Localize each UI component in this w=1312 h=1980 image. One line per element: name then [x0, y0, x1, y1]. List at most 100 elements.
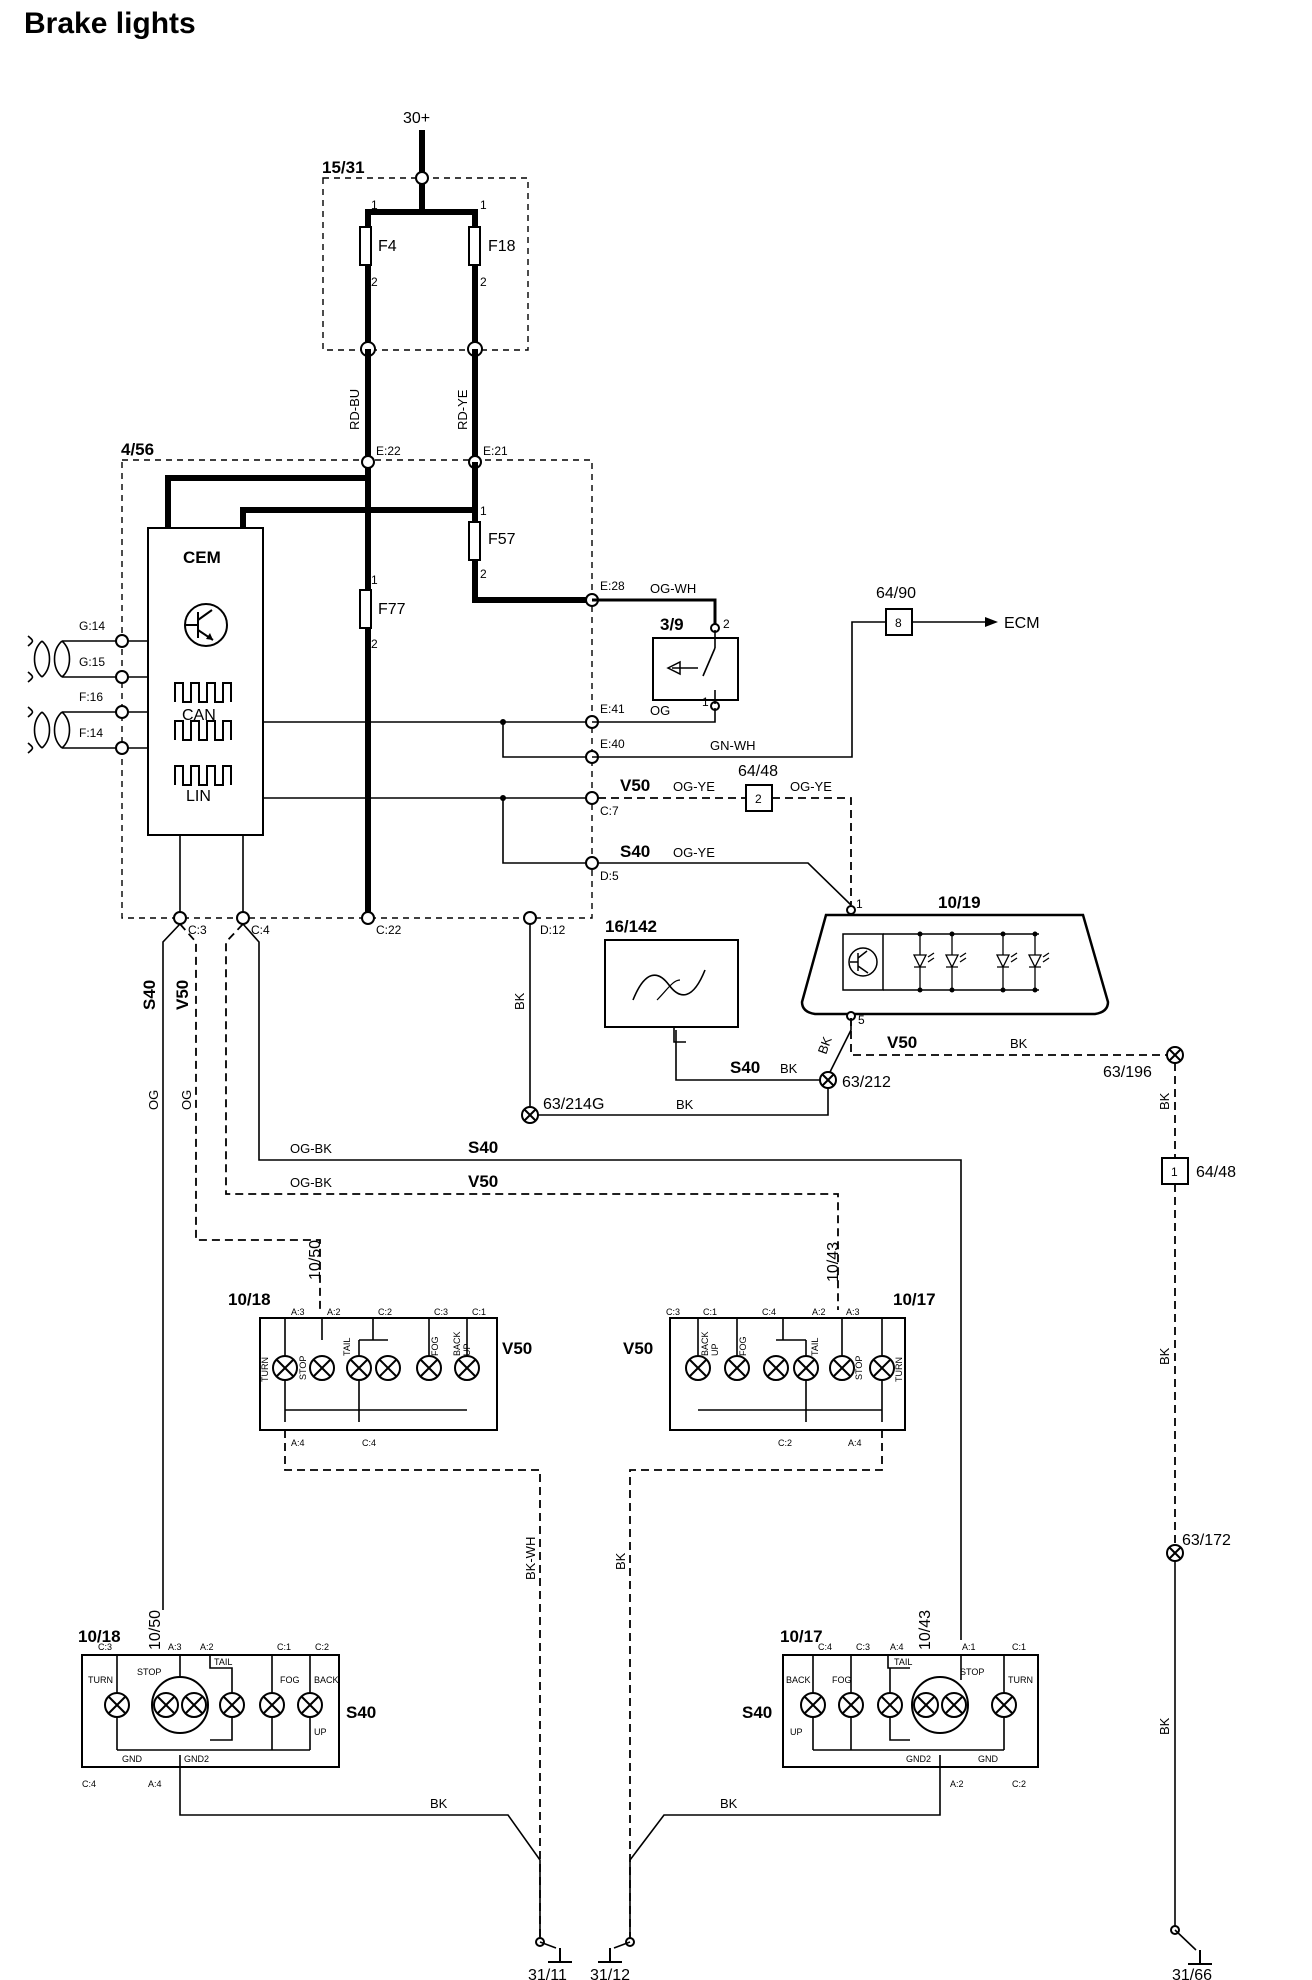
svg-text:2: 2 [723, 617, 730, 631]
svg-text:UP: UP [790, 1727, 803, 1737]
svg-text:A:2: A:2 [200, 1642, 214, 1652]
svg-text:A:4: A:4 [848, 1438, 862, 1448]
can-label: CAN [182, 707, 216, 724]
svg-text:C:3: C:3 [856, 1642, 870, 1652]
svg-text:2: 2 [371, 637, 378, 651]
svg-text:S40: S40 [742, 1703, 772, 1722]
svg-text:E:21: E:21 [483, 444, 508, 458]
svg-text:16/142: 16/142 [605, 917, 657, 936]
svg-text:V50: V50 [173, 980, 192, 1010]
s40-right-feed: OG-BK S40 [242, 923, 962, 1640]
svg-text:FOG: FOG [280, 1675, 300, 1685]
cem-box [147, 527, 264, 836]
svg-text:D:5: D:5 [600, 869, 619, 883]
svg-text:A:4: A:4 [148, 1779, 162, 1789]
svg-text:64/48: 64/48 [1196, 1164, 1236, 1181]
wire-rd-ye: RD-YE [455, 389, 470, 430]
cem-outline [121, 459, 593, 919]
svg-text:C:1: C:1 [472, 1307, 486, 1317]
lin-bus-icon [174, 765, 232, 786]
svg-text:E:40: E:40 [600, 737, 625, 751]
svg-text:OG: OG [146, 1090, 161, 1110]
svg-text:5: 5 [858, 1013, 865, 1027]
svg-text:A:3: A:3 [846, 1307, 860, 1317]
wire-rd-bu: RD-BU [347, 389, 362, 430]
cem-label: CEM [183, 548, 221, 567]
svg-text:63/196: 63/196 [1103, 1064, 1152, 1081]
svg-text:10/50: 10/50 [307, 1240, 324, 1280]
svg-text:10/18: 10/18 [78, 1627, 121, 1646]
svg-text:TURN: TURN [260, 1357, 270, 1382]
svg-text:BK: BK [512, 992, 527, 1010]
fuse-f18: F18 1 2 [468, 198, 516, 289]
svg-text:A:4: A:4 [890, 1642, 904, 1652]
svg-text:1: 1 [371, 198, 378, 212]
svg-text:10/17: 10/17 [893, 1290, 936, 1309]
svg-text:C:7: C:7 [600, 804, 619, 818]
svg-text:BK-WH: BK-WH [523, 1537, 538, 1580]
sensor-16-142: 16/142 S40 BK [604, 917, 820, 1081]
svg-text:OG-YE: OG-YE [673, 779, 715, 794]
fuse-f77: F77 1 2 [359, 573, 406, 651]
s40-left-tail-light: 10/18 S40 C:3 A:3 A:2 C:1 C:2 C:4 A:4 TU… [78, 1627, 541, 1940]
svg-text:A:2: A:2 [327, 1307, 341, 1317]
d12-ground: BK 63/214G BK [512, 924, 829, 1124]
svg-text:2: 2 [371, 275, 378, 289]
diagram-title: Brake lights [24, 7, 196, 40]
svg-text:10/43: 10/43 [825, 1242, 842, 1282]
s40-left-feed: S40 OG 10/50 [140, 923, 181, 1650]
bottom-grounds: 31/11 31/12 [528, 1937, 635, 1980]
svg-text:C:4: C:4 [362, 1438, 376, 1448]
svg-text:C:4: C:4 [251, 923, 270, 937]
svg-text:BACK: BACK [786, 1675, 811, 1685]
svg-text:GN-WH: GN-WH [710, 738, 756, 753]
svg-text:C:22: C:22 [376, 923, 402, 937]
svg-text:STOP: STOP [137, 1667, 161, 1677]
svg-text:OG-WH: OG-WH [650, 581, 696, 596]
svg-text:31/12: 31/12 [590, 1967, 630, 1980]
svg-text:C:2: C:2 [778, 1438, 792, 1448]
svg-text:C:3: C:3 [434, 1307, 448, 1317]
svg-text:A:2: A:2 [812, 1307, 826, 1317]
svg-text:BK: BK [1010, 1036, 1028, 1051]
svg-text:BK: BK [720, 1796, 738, 1811]
svg-text:10/43: 10/43 [917, 1610, 934, 1650]
svg-text:63/212: 63/212 [842, 1074, 891, 1091]
svg-text:F18: F18 [488, 238, 516, 255]
svg-text:BK: BK [1157, 1092, 1172, 1110]
svg-text:A:2: A:2 [950, 1779, 964, 1789]
svg-text:31/11: 31/11 [528, 1967, 567, 1980]
svg-text:C:1: C:1 [277, 1642, 291, 1652]
fusebox-id: 15/31 [322, 158, 365, 177]
svg-text:C:4: C:4 [818, 1642, 832, 1652]
svg-text:A:4: A:4 [291, 1438, 305, 1448]
svg-text:1: 1 [371, 573, 378, 587]
svg-text:C:1: C:1 [703, 1307, 717, 1317]
svg-text:GND2: GND2 [906, 1754, 931, 1764]
can-bus-icon [174, 682, 232, 741]
svg-text:STOP: STOP [854, 1356, 864, 1380]
svg-text:OG-BK: OG-BK [290, 1141, 332, 1156]
svg-text:UP: UP [314, 1727, 327, 1737]
svg-text:1: 1 [480, 504, 487, 518]
cem-bottom-connectors: C:3 C:4 C:22 D:12 [173, 835, 566, 937]
svg-text:S40: S40 [140, 980, 159, 1010]
v50-left-feed: V50 OG 10/50 [173, 923, 324, 1310]
svg-text:OG-YE: OG-YE [673, 845, 715, 860]
svg-text:TAIL: TAIL [214, 1657, 232, 1667]
svg-text:STOP: STOP [298, 1356, 308, 1380]
svg-text:ECM: ECM [1004, 615, 1040, 632]
svg-text:BK: BK [430, 1796, 448, 1811]
svg-text:1: 1 [856, 897, 863, 911]
svg-text:F:14: F:14 [79, 726, 103, 740]
svg-text:STOP: STOP [960, 1667, 984, 1677]
svg-text:UP: UP [710, 1343, 720, 1356]
svg-text:S40: S40 [468, 1138, 498, 1157]
high-stop-feed: V50 OG-YE 2 64/48 OG-YE S40 OG-YE [598, 763, 852, 906]
svg-text:10/19: 10/19 [938, 893, 981, 912]
svg-text:OG-BK: OG-BK [290, 1175, 332, 1190]
svg-text:V50: V50 [623, 1339, 653, 1358]
svg-text:UP: UP [462, 1343, 472, 1356]
svg-text:F57: F57 [488, 531, 516, 548]
